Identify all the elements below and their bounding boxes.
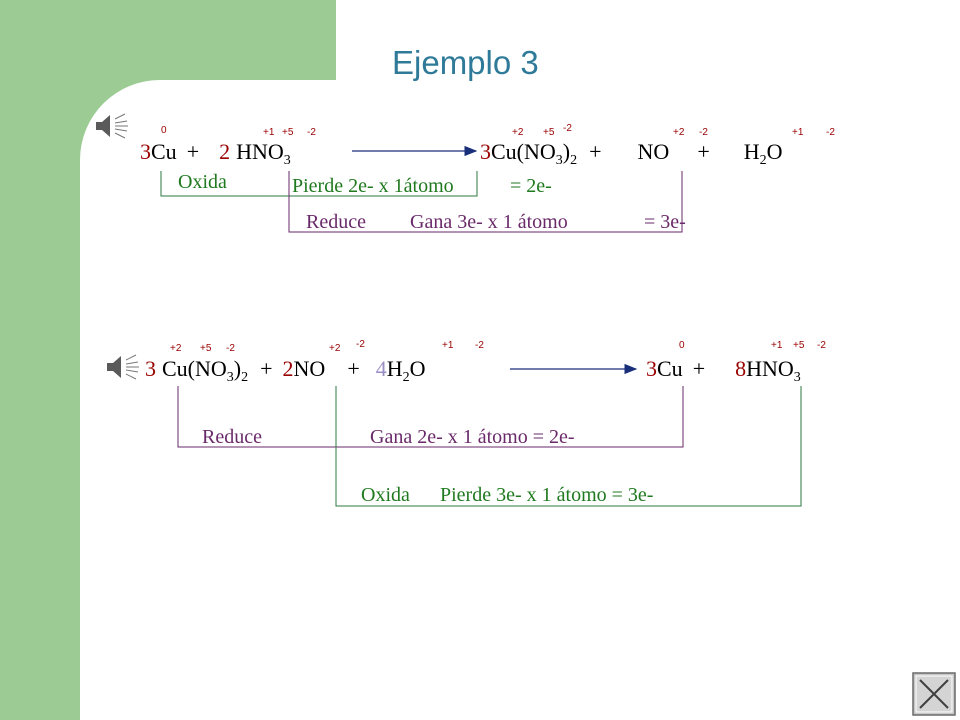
reduce-bracket [177,386,684,448]
oxidation-state: -2 [226,343,235,354]
coefficient: 3 [646,356,657,381]
subscript: 2 [759,153,767,168]
plus-sign: + [697,139,710,164]
gana-label: Gana 2e- x 1 átomo = 2e- [370,426,575,448]
formula-part: O [766,139,783,164]
reduce-bracket [288,171,683,233]
reduce-label: Reduce [306,211,366,233]
coefficient: 8 [735,356,747,381]
coefficient: 3 [140,139,151,164]
pierde-label: Pierde 2e- x 1átomo [292,175,454,197]
formula-cu-no3-2: Cu(NO [491,139,556,164]
formula-part: ) [562,139,571,164]
subscript: 3 [555,153,563,168]
pierde-label: Pierde 3e- x 1 átomo = 3e- [440,484,654,506]
oxidation-state: +2 [329,343,341,354]
formula-hno3: HNO [746,356,794,381]
formula-cu-no3-2: Cu(NO [162,356,227,381]
oxida-bracket [335,386,802,507]
oxida-label: Oxida [361,484,410,506]
formula-h2o: H [386,356,403,381]
formula-hno3: HNO [236,139,284,164]
reduce-label: Reduce [202,426,262,448]
subscript: 3 [226,370,234,385]
oxidation-state: +5 [282,127,294,138]
coefficient: 2 [219,139,231,164]
formula-no: NO [637,139,670,164]
next-slide-icon[interactable] [912,672,956,716]
speaker-icon[interactable] [94,111,130,141]
oxidation-state: -2 [817,340,826,351]
coefficient: 3 [145,356,156,381]
gana-label: Gana 3e- x 1 átomo [410,211,568,233]
slide-title: Ejemplo 3 [392,44,539,81]
oxidation-state: -2 [699,127,708,138]
subscript: 2 [402,370,410,385]
formula-cu: Cu [151,139,177,164]
subscript: 2 [241,370,249,385]
oxidation-state: +1 [263,127,275,138]
oxidation-state: -2 [826,127,835,138]
oxidation-state: +2 [512,127,524,138]
subscript: 3 [283,153,291,168]
left-decorative-band [0,0,80,720]
oxidation-state: +5 [200,343,212,354]
coefficient: 4 [375,356,387,381]
formula-h2o: H [743,139,760,164]
equation-1-products: 3Cu(NO3)2+NO+H2O [480,139,783,168]
oxidation-state: 0 [679,340,685,351]
plus-sign: + [186,139,200,164]
coefficient: 2 [282,356,294,381]
pierde-result: = 2e- [510,175,552,197]
formula-cu: Cu [657,356,683,381]
gana-result-part: e- [670,211,686,233]
plus-sign: + [692,356,706,381]
plus-sign: + [260,356,273,381]
speaker-icon[interactable] [105,352,141,382]
oxidation-state: +5 [793,340,805,351]
subscript: 3 [793,370,801,385]
subscript: 2 [570,153,578,168]
formula-part: O [409,356,426,381]
equation-2-products: 3Cu+8HNO3 [646,356,801,385]
formula-part: ) [233,356,242,381]
oxidation-state: -2 [307,127,316,138]
plus-sign: + [347,356,360,381]
oxidation-state: +1 [771,340,783,351]
oxidation-state: +2 [673,127,685,138]
oxidation-state: +5 [543,127,555,138]
oxida-bracket [160,171,478,197]
formula-no: NO [293,356,326,381]
oxidation-state: +1 [792,127,804,138]
oxidation-state: -2 [563,123,572,134]
oxida-label: Oxida [178,171,227,193]
oxidation-state: +2 [170,343,182,354]
coefficient: 3 [480,139,491,164]
top-decorative-band [80,0,336,80]
oxidation-state: -2 [356,339,365,350]
gana-result: = 3e- [644,212,686,232]
gana-result-part: = 3 [644,211,671,233]
oxidation-state: -2 [475,340,484,351]
oxidation-state: +1 [442,340,454,351]
oxidation-state: 0 [161,125,167,136]
plus-sign: + [589,139,602,164]
